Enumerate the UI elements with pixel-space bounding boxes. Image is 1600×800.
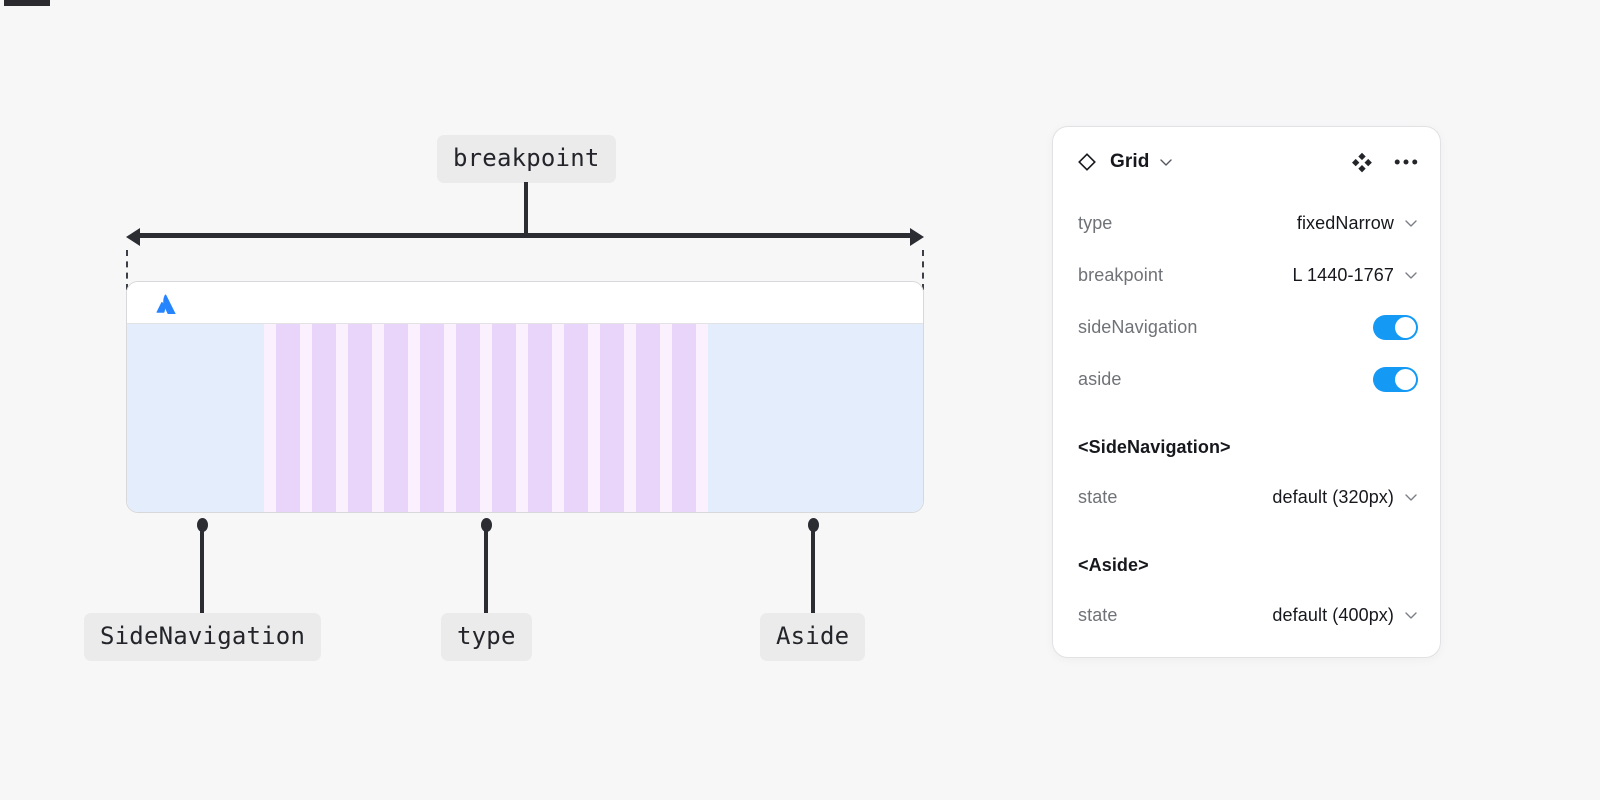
leader-line-sidenavigation — [200, 523, 204, 619]
section-title-sidenavigation: <SideNavigation> — [1078, 436, 1231, 457]
panel-title: Grid — [1110, 151, 1150, 172]
corner-mark — [4, 0, 50, 6]
breakpoint-measure-arrow — [126, 228, 924, 246]
property-label-sidenavigation-state: state — [1078, 486, 1118, 507]
grid-gutter — [588, 324, 600, 512]
property-value-breakpoint: L 1440-1767 — [1292, 264, 1394, 285]
grid-gutter — [624, 324, 636, 512]
grid-gutter — [516, 324, 528, 512]
property-label-sidenavigation: sideNavigation — [1078, 316, 1198, 337]
property-control-aside-state[interactable]: default (400px) — [1272, 605, 1418, 626]
atlassian-logo-icon — [155, 292, 177, 315]
chevron-down-icon — [1404, 268, 1418, 282]
spacer — [1053, 523, 1440, 541]
property-label-breakpoint: breakpoint — [1078, 264, 1164, 285]
grid-column — [276, 324, 300, 512]
grid-gutter — [336, 324, 348, 512]
property-control-breakpoint[interactable]: L 1440-1767 — [1292, 265, 1418, 286]
grid-gutter — [444, 324, 456, 512]
grid-gutter — [552, 324, 564, 512]
property-control-type[interactable]: fixedNarrow — [1297, 213, 1418, 234]
more-options-icon[interactable] — [1394, 150, 1418, 174]
grid-column — [528, 324, 552, 512]
property-row-aside: aside — [1053, 353, 1440, 405]
chevron-down-icon — [1404, 490, 1418, 504]
annotation-type: type — [441, 613, 532, 661]
property-value-type: fixedNarrow — [1296, 212, 1394, 233]
property-label-type: type — [1078, 212, 1113, 233]
property-row-breakpoint: breakpoint L 1440-1767 — [1053, 249, 1440, 301]
grid-gutter — [372, 324, 384, 512]
preview-topbar — [127, 282, 923, 324]
grid-gutter — [408, 324, 420, 512]
grid-column — [600, 324, 624, 512]
toggle-sidenavigation[interactable] — [1373, 314, 1418, 340]
grid-column — [564, 324, 588, 512]
property-value-sidenavigation-state: default (320px) — [1272, 486, 1394, 507]
arrow-head-left — [126, 228, 140, 246]
grid-column — [672, 324, 696, 512]
grid-column — [492, 324, 516, 512]
component-diamond-icon — [1077, 152, 1097, 172]
guide-line-right — [922, 250, 924, 290]
grid-gutter — [480, 324, 492, 512]
preview-body — [127, 324, 923, 512]
property-value-aside-state: default (400px) — [1272, 604, 1394, 625]
toggle-knob — [1395, 316, 1416, 338]
grid-margin-left — [264, 324, 276, 512]
grid-margin-right — [696, 324, 708, 512]
property-control-sidenavigation-state[interactable]: default (320px) — [1272, 487, 1418, 508]
region-content-grid — [264, 324, 708, 512]
grid-column — [348, 324, 372, 512]
arrow-head-right — [910, 228, 924, 246]
variants-icon[interactable] — [1350, 150, 1374, 174]
chevron-down-icon — [1404, 608, 1418, 622]
section-title-aside: <Aside> — [1078, 554, 1149, 575]
grid-columns — [264, 324, 708, 512]
region-sidenavigation — [127, 324, 264, 512]
annotation-breakpoint: breakpoint — [437, 135, 616, 183]
property-row-sidenavigation: sideNavigation — [1053, 301, 1440, 353]
grid-column — [636, 324, 660, 512]
property-label-aside-state: state — [1078, 604, 1118, 625]
property-control-aside[interactable] — [1373, 366, 1418, 392]
grid-column — [384, 324, 408, 512]
toggle-aside[interactable] — [1373, 366, 1418, 392]
leader-line-type — [484, 523, 488, 619]
region-aside — [708, 324, 923, 512]
grid-column — [312, 324, 336, 512]
spacer — [1053, 405, 1440, 423]
leader-line-breakpoint — [524, 182, 528, 237]
grid-column — [420, 324, 444, 512]
property-control-sidenavigation[interactable] — [1373, 314, 1418, 340]
layout-preview — [126, 281, 924, 513]
chevron-down-icon[interactable] — [1159, 155, 1173, 169]
arrow-bar — [136, 233, 914, 238]
component-properties-panel: Grid — [1052, 126, 1441, 658]
annotation-aside: Aside — [760, 613, 866, 661]
grid-column — [456, 324, 480, 512]
panel-header: Grid — [1053, 127, 1440, 197]
leader-line-aside — [811, 523, 815, 619]
chevron-down-icon — [1404, 216, 1418, 230]
property-row-aside-state: state default (400px) — [1053, 589, 1440, 641]
annotation-sidenavigation: SideNavigation — [84, 613, 322, 661]
grid-gutter — [660, 324, 672, 512]
property-row-sidenavigation-state: state default (320px) — [1053, 471, 1440, 523]
property-label-aside: aside — [1078, 368, 1122, 389]
grid-diagram: breakpoint — [84, 135, 924, 661]
guide-line-left — [126, 250, 128, 290]
toggle-knob — [1395, 368, 1416, 390]
grid-gutter — [300, 324, 312, 512]
property-row-type: type fixedNarrow — [1053, 197, 1440, 249]
